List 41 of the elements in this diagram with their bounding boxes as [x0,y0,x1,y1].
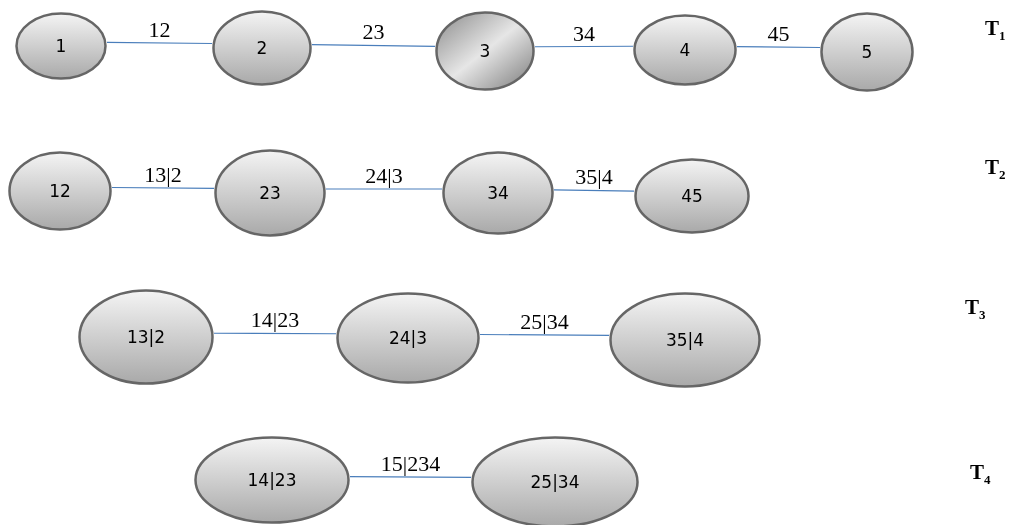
connector-line [553,189,635,192]
node-label: 5 [861,42,873,62]
connector-line [479,333,610,337]
node-label: 45 [681,186,703,206]
node-label: 34 [487,183,509,203]
ellipse-node [78,289,214,385]
row-label: T$_{1}$ [985,16,1006,45]
node-label: 24|3 [388,328,428,348]
row-label: T$_{3}$ [965,295,986,324]
row-label: T$_{4}$ [970,460,991,489]
ellipse-node [633,14,737,86]
ellipse-node [609,292,761,388]
node-label: 3 [479,41,491,61]
node-label: 1 [55,36,67,56]
node-label: 14|23 [247,470,297,490]
connector-line [325,188,443,190]
node-label: 23 [259,183,281,203]
ellipse-node [336,292,480,384]
node-label: 35|4 [665,330,705,350]
connector-line [111,186,215,190]
node-label: 2 [256,38,268,58]
ellipse-node [435,11,535,91]
ellipse-node [8,151,112,231]
ellipse-node [820,12,914,92]
row-label: T$_{2}$ [985,155,1006,184]
connector-line [349,475,472,478]
connector-line [213,332,337,335]
ellipse-node [214,149,326,237]
ellipse-node [212,10,312,86]
connector-line [534,45,634,48]
connector-line [311,44,436,47]
ellipse-node [634,158,750,234]
ellipse-node [194,436,350,524]
node-label: 12 [49,181,71,201]
connector-line [736,45,821,49]
ellipse-node [15,12,107,80]
node-label: 13|2 [126,327,166,347]
connector-line [106,41,213,45]
ellipse-node [442,151,554,235]
node-label: 4 [679,40,691,60]
node-label: 25|34 [530,472,580,492]
